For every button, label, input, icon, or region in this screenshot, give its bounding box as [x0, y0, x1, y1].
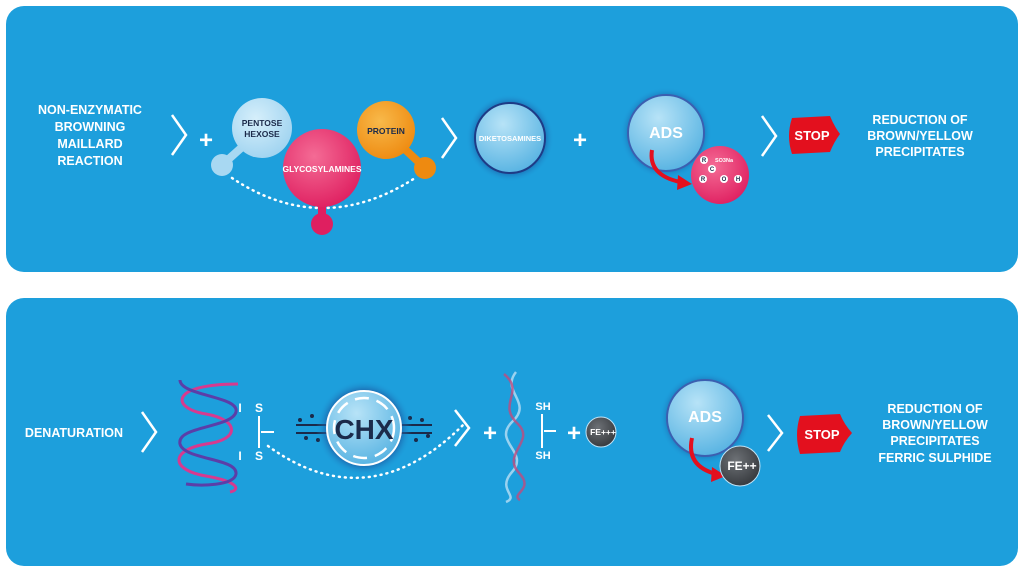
maillard-label: NON-ENZYMATIC BROWNING MAILLARD REACTION — [38, 103, 142, 168]
chx-label: CHX — [334, 414, 393, 445]
denaturation-result: REDUCTION OF BROWN/YELLOW PRECIPITATES F… — [878, 402, 991, 465]
pentose-hexose-node: PENTOSE HEXOSE — [211, 98, 292, 176]
chx-molecule: CHX — [296, 380, 432, 476]
atom: H — [736, 177, 740, 183]
label-line: NON-ENZYMATIC — [38, 103, 142, 117]
atom: C — [710, 167, 715, 173]
plus-sign: + — [483, 420, 497, 447]
denatured-strand-icon — [503, 371, 526, 504]
result-line: BROWN/YELLOW — [882, 418, 988, 432]
plus-sign: + — [567, 420, 581, 447]
thiol-groups: SH SH — [535, 401, 556, 462]
sulfur-label: S — [255, 449, 263, 463]
chevron-right-icon — [760, 115, 778, 157]
fe2-ion — [719, 445, 761, 487]
chevron-right-icon — [140, 411, 158, 453]
result-line: REDUCTION OF — [887, 402, 983, 416]
atom: R — [702, 158, 707, 164]
ads-molecule: ADS FE++ — [659, 372, 761, 487]
fe2-label: FE++ — [727, 459, 756, 473]
chevron-right-icon — [170, 114, 188, 156]
result-line: FERRIC SULPHIDE — [878, 451, 991, 465]
atom: R — [701, 177, 706, 183]
bond-tick: I — [238, 449, 241, 463]
sh-label: SH — [535, 450, 550, 462]
diketosamines-label: DIKETOSAMINES — [479, 134, 541, 143]
denaturation-label: DENATURATION — [25, 426, 123, 440]
pentose-label: PENTOSE — [242, 118, 283, 128]
sh-label: SH — [535, 401, 550, 413]
stop-sign: STOP — [797, 414, 852, 454]
result-line: PRECIPITATES — [890, 434, 979, 448]
stop-label: STOP — [794, 128, 829, 143]
sulfonate-molecule — [691, 146, 749, 204]
label-line: MAILLARD — [57, 137, 122, 151]
bond-tick: I — [238, 401, 241, 415]
plus-sign: + — [573, 127, 587, 154]
glycosylamines-label: GLYCOSYLAMINES — [282, 164, 361, 174]
ads-label: ADS — [649, 125, 683, 142]
stop-label: STOP — [804, 427, 839, 442]
hexose-label: HEXOSE — [244, 129, 280, 139]
result-line: PRECIPITATES — [875, 145, 964, 159]
atom: O — [722, 177, 727, 183]
result-line: REDUCTION OF — [872, 113, 968, 127]
arrow-icon — [689, 437, 717, 476]
sulfur-label: S — [255, 401, 263, 415]
so3na-label: SO3Na — [715, 158, 734, 164]
dna-helix-icon — [177, 379, 239, 494]
chevron-right-icon — [767, 414, 784, 452]
arrow-icon — [649, 149, 681, 184]
label-line: REACTION — [57, 154, 122, 168]
fe3-ion: FE+++ — [585, 416, 617, 448]
plus-sign: + — [199, 127, 213, 154]
stop-sign: STOP — [789, 116, 840, 154]
maillard-result: REDUCTION OF BROWN/YELLOW PRECIPITATES — [867, 113, 973, 159]
glycosylamines-node: GLYCOSYLAMINES — [282, 129, 362, 235]
label-line: BROWNING — [55, 120, 126, 134]
dotted-connector — [266, 420, 468, 480]
chevron-right-icon — [440, 117, 458, 159]
fe3-label: FE+++ — [590, 427, 616, 437]
circuit-dots-icon — [296, 414, 432, 442]
chevron-right-icon — [454, 409, 471, 447]
disulfide-bond: I I S S — [238, 401, 274, 463]
protein-node: PROTEIN — [357, 101, 436, 179]
diketosamines-node: DIKETOSAMINES — [466, 94, 554, 182]
ads-molecule: ADS SO3Na R C R O H — [620, 87, 749, 204]
result-line: BROWN/YELLOW — [867, 129, 973, 143]
protein-label: PROTEIN — [367, 126, 405, 136]
ads-label: ADS — [688, 409, 722, 426]
